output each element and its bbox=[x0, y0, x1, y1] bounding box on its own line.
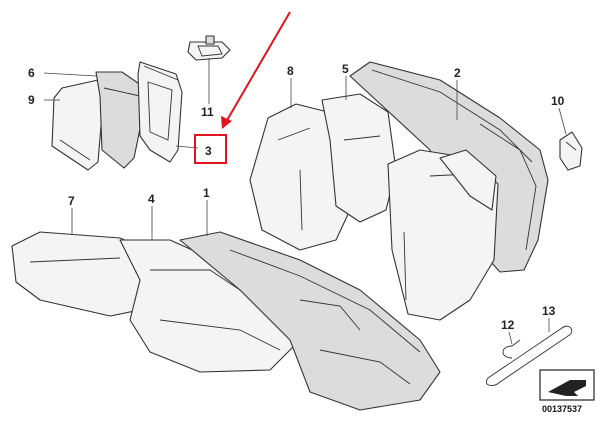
part-9-backrest-pad[interactable] bbox=[51, 79, 105, 171]
leader-lines bbox=[43, 58, 567, 345]
backrest-right[interactable] bbox=[387, 149, 499, 321]
part-6-side-panel[interactable] bbox=[95, 71, 149, 169]
part-3-frame[interactable] bbox=[137, 61, 183, 163]
part-11-bracket[interactable] bbox=[187, 35, 231, 61]
label-11[interactable]: 11 bbox=[201, 105, 214, 119]
label-9[interactable]: 9 bbox=[28, 93, 35, 107]
drawing-reference: 00137537 bbox=[539, 369, 595, 414]
label-12[interactable]: 12 bbox=[501, 318, 515, 332]
label-6[interactable]: 6 bbox=[28, 66, 35, 80]
part-13-cable[interactable] bbox=[486, 325, 573, 386]
label-7[interactable]: 7 bbox=[68, 194, 75, 208]
label-3[interactable]: 3 bbox=[205, 144, 212, 158]
label-13[interactable]: 13 bbox=[542, 304, 556, 318]
highlight-arrow bbox=[221, 11, 291, 129]
label-5[interactable]: 5 bbox=[342, 62, 349, 76]
label-8[interactable]: 8 bbox=[287, 64, 294, 78]
label-10[interactable]: 10 bbox=[551, 94, 565, 108]
part-12-hook[interactable] bbox=[502, 339, 521, 359]
part-1-seat-frame[interactable] bbox=[179, 231, 441, 411]
label-4[interactable]: 4 bbox=[148, 192, 155, 206]
drawing-number: 00137537 bbox=[542, 404, 582, 414]
vehicle-direction-icon bbox=[548, 380, 586, 396]
part-10-clip[interactable] bbox=[559, 131, 583, 171]
part-labels: 6 9 11 3 8 5 2 10 7 4 1 12 13 bbox=[28, 62, 565, 332]
label-2[interactable]: 2 bbox=[454, 66, 461, 80]
label-1[interactable]: 1 bbox=[203, 186, 210, 200]
part-5-backrest-center[interactable] bbox=[321, 93, 397, 223]
highlight-box bbox=[194, 134, 227, 164]
